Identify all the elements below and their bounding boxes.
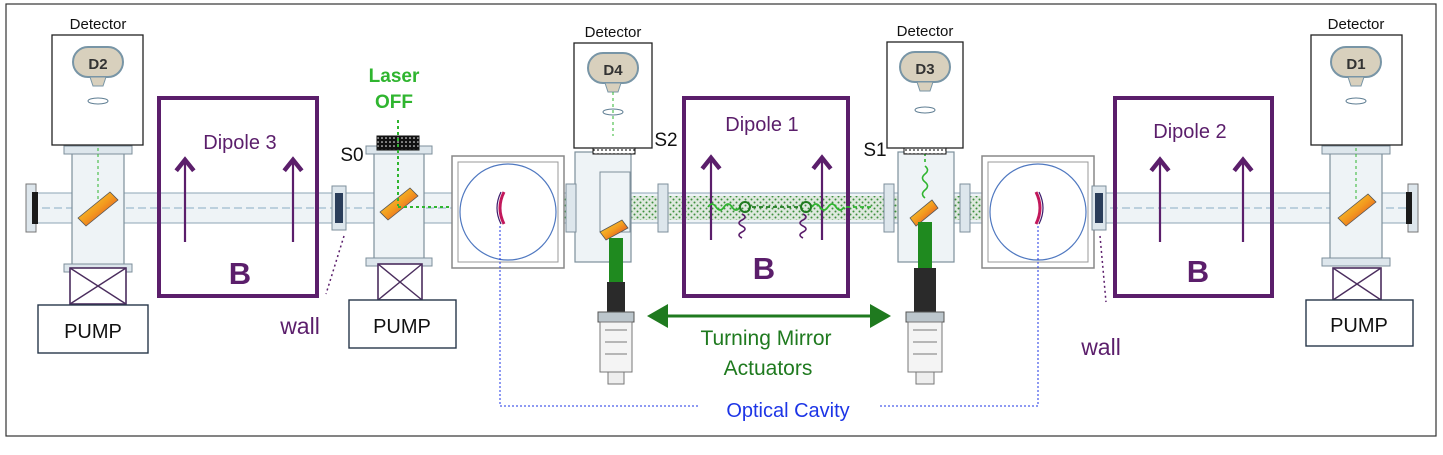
laser-label-line1: Laser (369, 66, 420, 87)
dipole-2-label: Dipole 2 (1153, 121, 1226, 143)
pump-box-left (37, 304, 149, 354)
wall-window-right (1091, 185, 1107, 231)
dipole-3-label: Dipole 3 (203, 132, 276, 154)
detector-title-d1: Detector (1328, 16, 1385, 33)
detector-name-d3: D3 (915, 61, 934, 78)
wall-pointer-left (325, 235, 345, 295)
wall-window-left (331, 185, 347, 231)
laser-label-line2: OFF (375, 92, 413, 113)
detector-name-d2: D2 (88, 56, 107, 73)
dipole-1-label: Dipole 1 (725, 114, 798, 136)
dipole-3: Dipole 3 B (157, 96, 319, 298)
mirror-actuator-left (597, 238, 635, 385)
dipole-1-field: B (753, 251, 775, 286)
shutter-s2-label: S2 (654, 130, 677, 151)
cavity-chamber-left (451, 155, 565, 269)
detector-title-d3: Detector (897, 23, 954, 40)
figure-frame (5, 3, 1437, 437)
pump-valve-left (69, 267, 127, 305)
wall-label-right: wall (1080, 334, 1121, 360)
detector-d3: Detector D3 (886, 23, 964, 149)
cavity-bracket-left (499, 226, 698, 407)
actuator-label-line1: Turning Mirror (700, 327, 831, 350)
detector-d1: Detector D1 (1310, 16, 1403, 146)
detector-title-d4: Detector (585, 24, 642, 41)
cross-chamber-d2 (63, 100, 133, 273)
actuator-label-line2: Actuators (724, 357, 813, 380)
dipole-1: Dipole 1 B (682, 96, 850, 298)
wall-label-left: wall (279, 313, 320, 339)
shutter-s1-label: S1 (863, 140, 886, 161)
pump-label-s0: PUMP (373, 316, 431, 338)
dipole-3-field: B (229, 256, 251, 291)
wall-pointer-right (1099, 235, 1107, 303)
optical-cavity-label: Optical Cavity (726, 400, 849, 422)
pump-label-right: PUMP (1330, 315, 1388, 337)
shutter-s0-label: S0 (340, 145, 363, 166)
detector-d4: Detector D4 (573, 24, 653, 149)
pump-valve-right (1332, 267, 1382, 301)
detector-name-d1: D1 (1346, 56, 1365, 73)
detector-name-d4: D4 (603, 62, 623, 79)
cavity-bracket-right (880, 226, 1039, 407)
dipole-2-field: B (1187, 254, 1209, 289)
pump-label-left: PUMP (64, 321, 122, 343)
pump-box-s0 (348, 299, 457, 349)
cross-chamber-d1 (1321, 100, 1391, 267)
mirror-actuator-right (905, 222, 945, 385)
detector-title-d2: Detector (70, 16, 127, 33)
detector-d2: Detector D2 (51, 16, 144, 146)
photon-conversion (707, 201, 872, 239)
pump-box-right (1305, 299, 1414, 347)
pump-valve-s0 (377, 263, 423, 301)
dipole-2: Dipole 2 B (1113, 96, 1274, 298)
